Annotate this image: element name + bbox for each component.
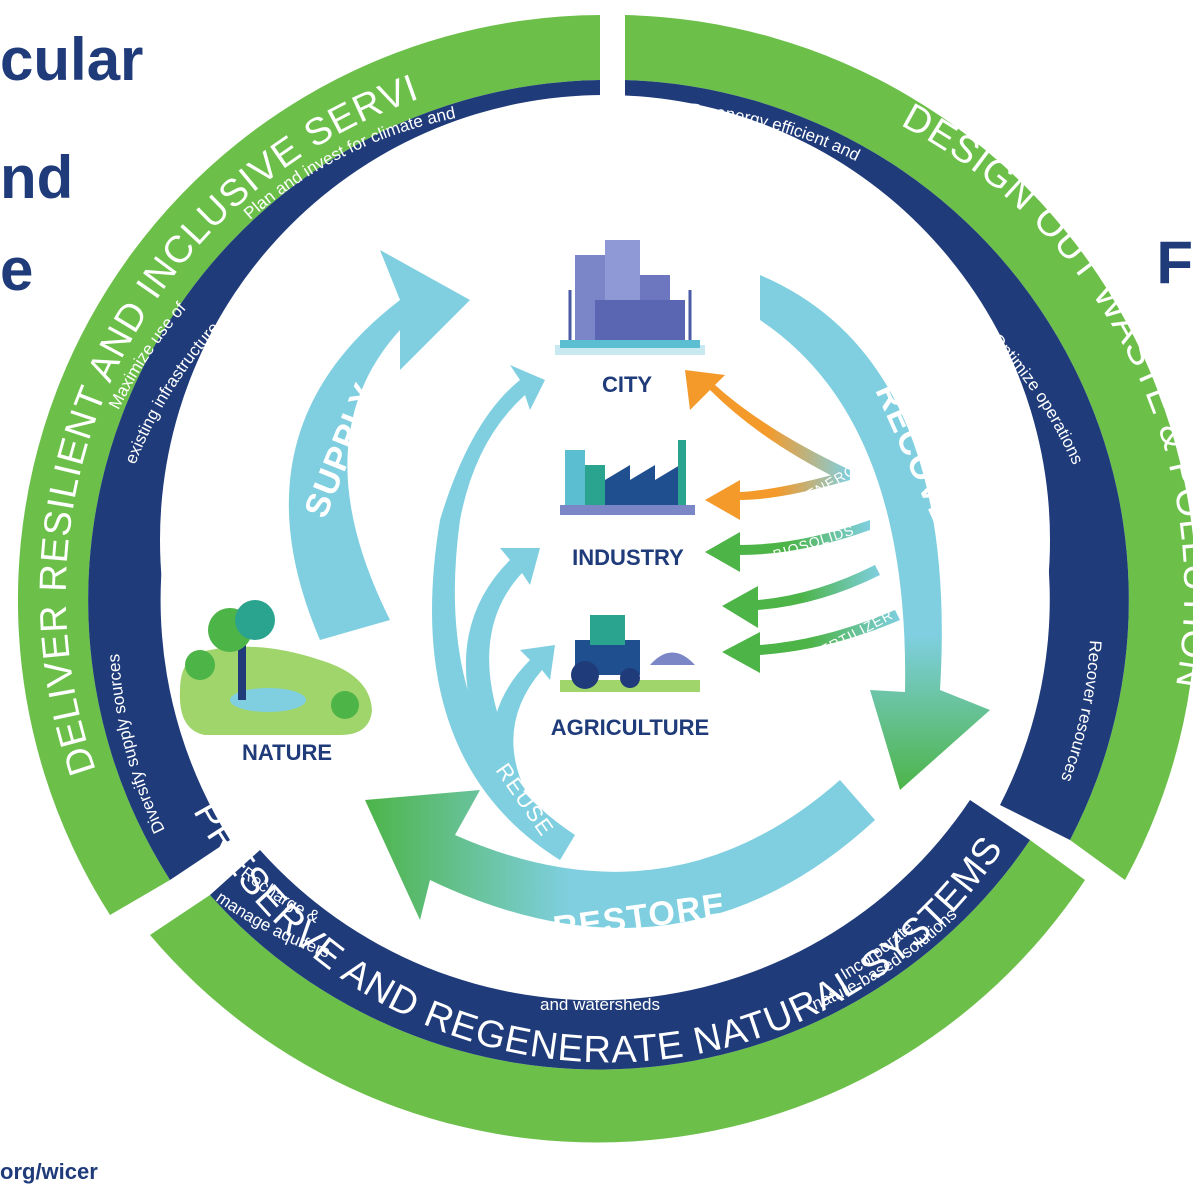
- supply-arrow: [288, 250, 470, 640]
- industry-icon: [560, 440, 695, 515]
- agriculture-icon: [560, 615, 700, 692]
- reuse-arrow-industry: [465, 548, 540, 775]
- city-icon: [555, 240, 705, 355]
- fertilizer-to-agriculture-arrow: [722, 565, 880, 628]
- nature-label: NATURE: [242, 740, 332, 765]
- inner-restore-land-line1: Restore degraded land: [514, 970, 687, 989]
- inner-restore-land-line2: and watersheds: [540, 995, 660, 1014]
- inner-ring-left-segment: [88, 80, 600, 880]
- heading-fragment-right: F: [1156, 229, 1193, 296]
- inner-ring-bottom-segment: [210, 800, 1030, 1070]
- inner-ring: [88, 80, 1129, 1070]
- nature-icon: [179, 600, 372, 735]
- outer-ring-bottom-segment: [150, 840, 1085, 1143]
- outer-ring: [17, 15, 1193, 1143]
- fertilizer-to-agriculture-arrow-2: [722, 610, 900, 673]
- industry-label: INDUSTRY: [572, 545, 684, 570]
- outer-ring-right-segment: [625, 15, 1193, 880]
- energy-to-city-arrow: [685, 370, 850, 480]
- reuse-arrow-city: [432, 365, 575, 860]
- energy-to-industry-arrow: [705, 470, 850, 520]
- url-fragment: org/wicer: [0, 1159, 98, 1184]
- heading-fragment-1: cular: [0, 26, 144, 93]
- reuse-arrow-agriculture: [492, 645, 555, 800]
- outer-ring-left-segment: [17, 15, 600, 915]
- city-label: CITY: [602, 372, 652, 397]
- inner-ring-right-segment: [625, 80, 1129, 840]
- agriculture-label: AGRICULTURE: [551, 715, 709, 740]
- recover-arrow: [760, 275, 990, 790]
- heading-fragment-3: e: [0, 236, 34, 303]
- biosolids-arrow: [705, 520, 870, 572]
- heading-fragment-2: nd: [0, 144, 74, 211]
- restore-arrow: [365, 780, 875, 928]
